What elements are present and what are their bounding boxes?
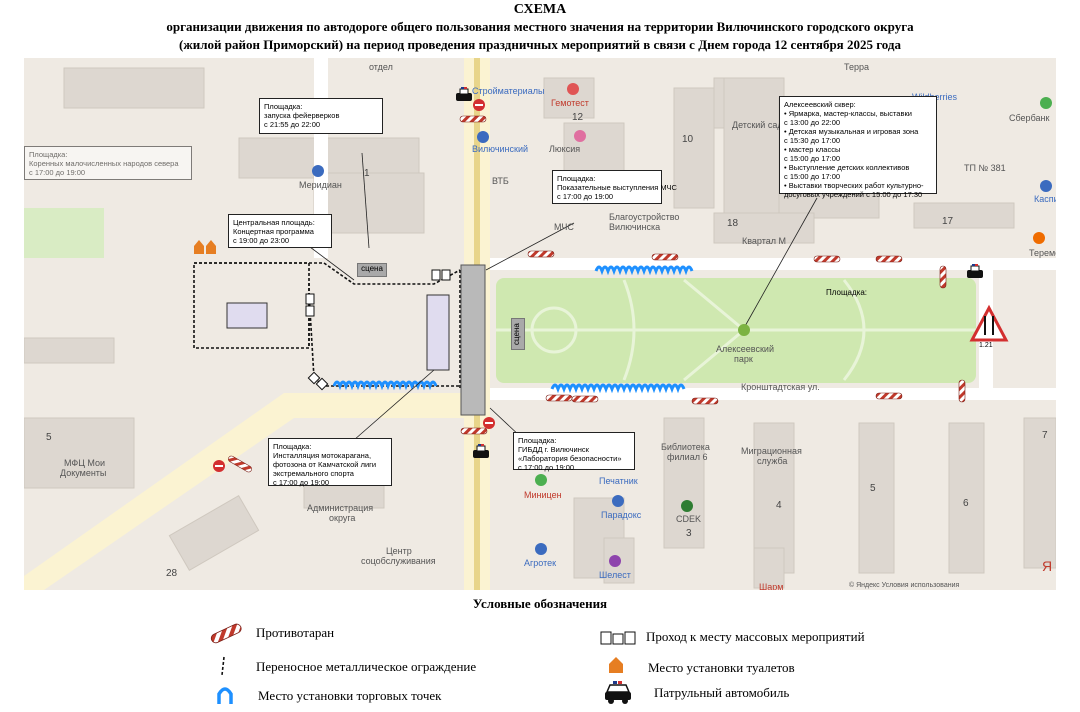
legend-stalls-label: Место установки торговых точек [258,688,442,703]
house-number-3: 3 [686,528,692,539]
map-label-cdek: CDEK [676,514,702,524]
sign-label: 1.21 [979,342,993,349]
map-yandex-logo: Я [1042,558,1053,574]
map-label-meridian: Меридиан [299,180,342,190]
poi-markers [312,83,1052,567]
map-label-park-2: парк [734,354,753,364]
two-way-traffic-sign [969,304,1009,342]
map-label-shelest: Шелест [599,570,631,580]
map-label-blagoustroystvo-1: Благоустройство [609,212,680,222]
callout-central-square: Центральная площадь: Концертная программ… [228,214,332,248]
map-copyright: © Яндекс Условия использования [849,582,960,589]
map-label-mfc-2: Документы [60,468,107,478]
map-label-mchs: МЧС [554,222,574,232]
road-block [460,264,486,416]
patrol-cars [456,87,983,458]
legend-patrol-label: Патрульный автомобиль [654,685,790,700]
map-label-center-1: Центр [386,546,412,556]
house-number-28: 28 [166,568,178,579]
scheme-subtitle-1: организации движения по автодороге общег… [166,19,914,34]
map-label-blagoustroystvo-2: Вилючинска [609,222,661,232]
house-number-5: 5 [46,432,52,443]
map-label-kvartal: Квартал М [742,236,787,246]
passage-icon [600,631,636,645]
trade-stalls [332,265,694,394]
map-label-biblio-2: филиал 6 [667,452,708,462]
house-number-18: 18 [727,218,739,229]
scheme-subtitle-2: (жилой район Приморский) на период прове… [178,37,901,52]
map-label-sberbank: Сбербанк [1009,113,1050,123]
map-label-otdel: отдел [369,62,393,72]
callout-gibdd: Площадка: ГИБДД г. Вилючинск «Лаборатори… [513,432,635,472]
house-number-4: 4 [776,500,782,511]
map-label-sharm: Шарм [759,582,784,590]
house-number-12: 12 [572,112,584,123]
house-number-6: 6 [963,498,969,509]
stall-icon [217,687,233,704]
legend-title: Условные обозначения [472,596,608,611]
tent-moto [426,294,450,371]
map-label-vtb: ВТБ [492,176,509,186]
house-number-10: 10 [682,134,694,145]
passage-symbols [305,269,451,391]
map-label-minicen: Миницен [524,490,562,500]
legend-barrier-label: Противотаран [256,625,335,640]
map-label-mfc-1: МФЦ Мои [64,458,106,468]
map-label-adm-2: округа [329,513,356,523]
scheme-title: СХЕМА [513,2,567,17]
callout-fireworks: Площадка: запуска фейерверков с 21:55 до… [259,98,383,134]
map-label-gemotest: Гемотест [551,98,589,108]
map-label-lyuksiya: Люксия [549,144,581,154]
house-number-17: 17 [942,216,954,227]
map-area[interactable]: отдел Стройматериалы Гемотест Терра Wild… [24,58,1056,590]
house-number-5b: 5 [870,483,876,494]
barrier-icon [210,623,242,644]
map-label-biblio-1: Библиотека [661,442,710,452]
callout-moto: Площадка: Инсталляция мотокарагана, фото… [268,438,392,487]
map-label-detskiy-sad: Детский сад [732,120,783,130]
map-label-terra: Терра [844,62,870,72]
map-label-park-1: Алексеевский [716,344,774,354]
anti-ram-barriers [228,115,966,473]
green-patch [24,208,104,258]
toilet-icon [609,657,623,673]
toilet-markers [194,240,216,254]
callout-indigenous: Площадка: Коренных малочисленных народов… [24,146,192,180]
legend-fence-label: Переносное металлическое ограждение [256,659,477,674]
map-graphics [24,58,1056,590]
buildings [24,67,1056,589]
map-label-migr-1: Миграционная [741,446,802,456]
map-label-kaspi: Каспи [1034,194,1056,204]
house-number-7: 7 [1042,430,1048,441]
map-label-migr-2: служба [757,456,788,466]
callout-alekseevsky-square: Алексеевский сквер: • Ярмарка, мастер-кл… [779,96,937,199]
stage-central: сцена [357,263,387,277]
map-label-center-2: соцобслуживания [361,556,436,566]
square-field-label: Площадка: [826,288,868,297]
legend-passage-label: Проход к месту массовых мероприятий [646,629,865,644]
stage-park: сцена [511,318,525,350]
callout-mchs: Площадка: Показательные выступления МЧС … [552,170,677,204]
patrol-car-icon [605,681,631,704]
map-label-agrotek: Агротек [524,558,557,568]
map-label-adm-1: Администрация [307,503,374,513]
legend-toilets-label: Место установки туалетов [648,660,795,675]
map-label-teremok: Теремок [1029,248,1056,258]
map-label-viluchinsky: Вилючинский [472,144,529,154]
tent-indigenous [226,302,268,329]
house-number-1: 1 [364,168,370,179]
map-label-stroymaterialy: Стройматериалы [472,86,545,96]
map-label-kronshtadt: Кронштадтская ул. [741,382,820,392]
map-label-tp: ТП № 381 [964,163,1006,173]
map-label-pechatnik: Печатник [599,476,638,486]
map-label-paradoks: Парадокс [601,510,642,520]
no-entry-signs [213,99,495,472]
fence-icon [221,656,225,676]
